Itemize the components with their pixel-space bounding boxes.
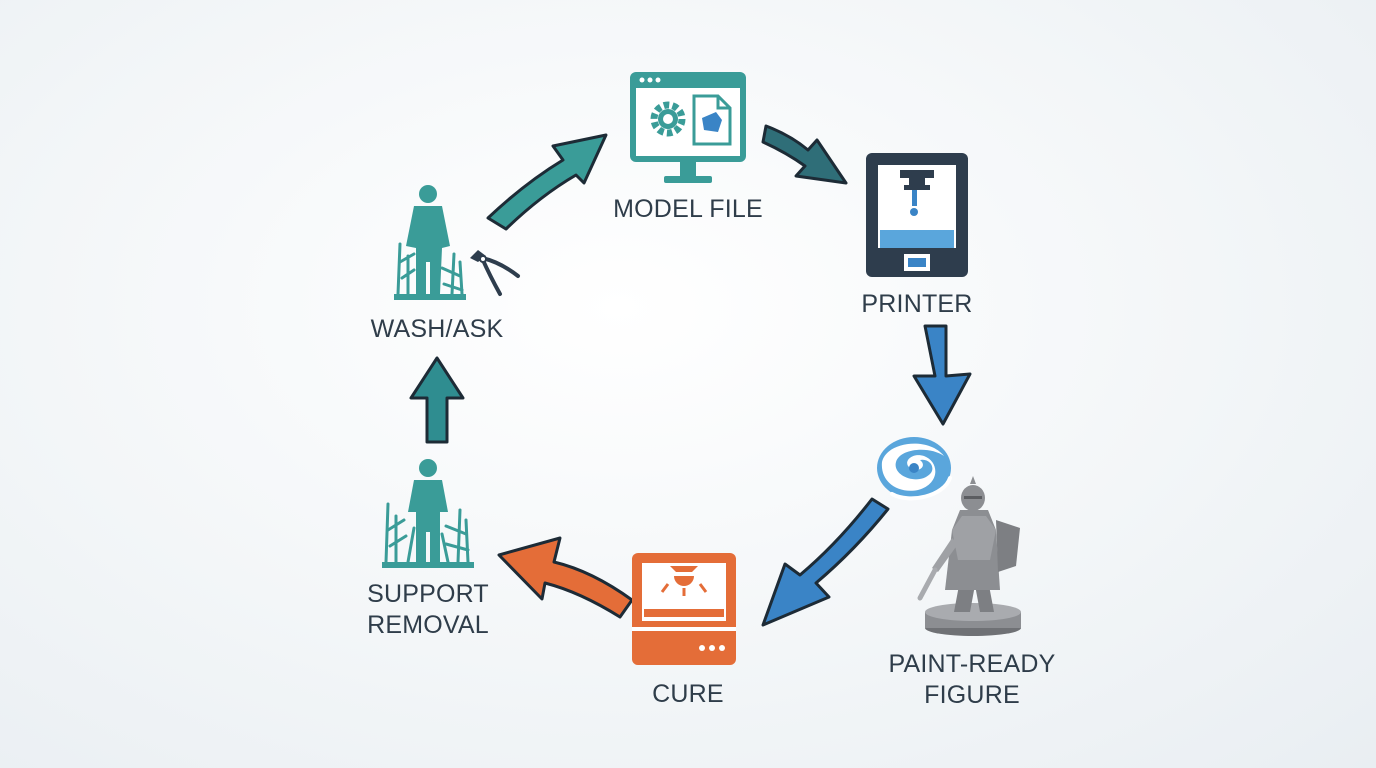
cutters-icon (470, 250, 520, 296)
person-support-structure-icon (382, 459, 474, 568)
cure-label: CURE (624, 679, 752, 710)
printer-label: PRINTER (842, 289, 992, 320)
support-removal-label-line-2: REMOVAL (367, 611, 489, 639)
wash-label-line-1: WASH/ASK (370, 315, 504, 343)
model-file-label: MODEL FILE (598, 194, 778, 225)
model-file-label-line-1: MODEL FILE (613, 195, 763, 223)
arrow-model-to-printer (761, 124, 848, 185)
arrow-cure-to-support (497, 536, 634, 619)
arrow-support-to-wash (409, 356, 465, 444)
person-support-cutters-icon (394, 185, 520, 300)
cure-label-line-1: CURE (652, 680, 724, 708)
arrow-swirl-to-cure (761, 497, 890, 627)
wash-label: WASH/ASK (347, 314, 527, 345)
knight-miniature-icon (917, 476, 1021, 636)
arrow-wash-to-model (486, 133, 608, 231)
gear-icon (650, 101, 686, 137)
resin-swirl-icon (877, 437, 952, 501)
support-removal-label-line-1: SUPPORT (367, 580, 489, 608)
uv-cure-station-icon (632, 553, 736, 665)
paint-ready-figure-label-line-2: FIGURE (924, 681, 1020, 709)
computer-gear-file-icon (630, 72, 746, 183)
support-removal-label: SUPPORT REMOVAL (348, 579, 508, 641)
printer-label-line-1: PRINTER (861, 290, 973, 318)
resin-printer-icon (866, 153, 968, 277)
arrow-printer-to-swirl (912, 324, 972, 426)
file-icon (692, 94, 732, 146)
paint-ready-figure-label: PAINT-READY FIGURE (872, 649, 1072, 711)
paint-ready-figure-label-line-1: PAINT-READY (888, 650, 1056, 678)
